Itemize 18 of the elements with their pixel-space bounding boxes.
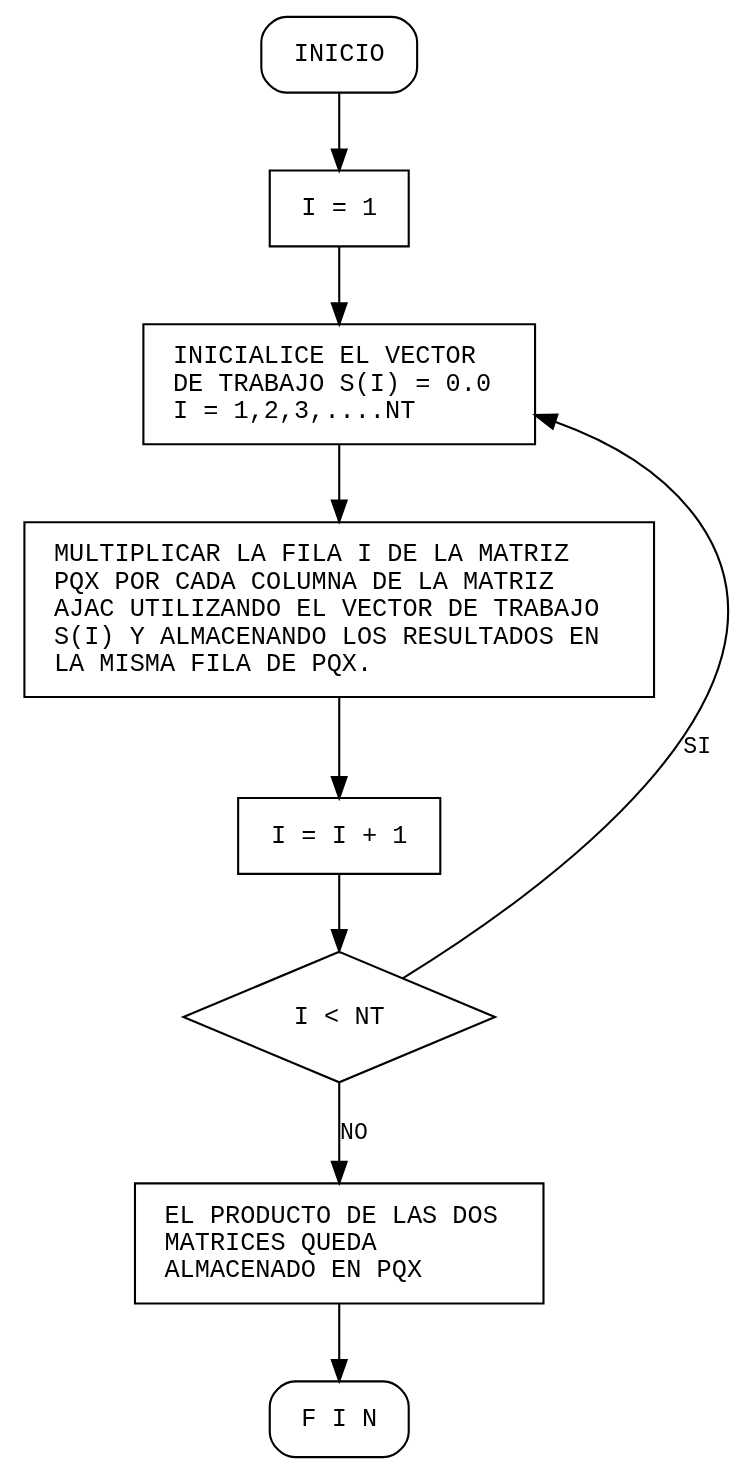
arrow: [329, 874, 348, 955]
arrow: [401, 413, 729, 980]
node-box: I = I + 1: [236, 797, 441, 875]
arrow: [329, 246, 348, 328]
node-box: INICIO: [259, 15, 418, 94]
node-box: F I N: [268, 1380, 410, 1459]
node-box: MULTIPLICAR LA FILA I DE LA MATRIZ PQX POR CADA COLUMNA DE LA MATRIZ AJAC UTILIZANDO EL VECTOR DE TRABAJO S(I) Y ALMACENANDO LOS RESULTADOS EN LA MISMA FILA DE PQX.: [22, 521, 655, 699]
arrow: [329, 93, 348, 174]
arrow: [329, 1082, 348, 1187]
arrow: [329, 697, 348, 802]
node-diamond: I < NT: [180, 950, 498, 1084]
node-box: I = 1: [268, 169, 410, 248]
edge-label: NO: [339, 1119, 368, 1146]
arrow: [329, 1303, 348, 1385]
arrow: [329, 444, 348, 525]
node-box: INICIALICE EL VECTOR DE TRABAJO S(I) = 0.0 I = 1,2,3,....NT: [141, 323, 536, 446]
edge-label: SI: [682, 734, 711, 761]
node-box: EL PRODUCTO DE LAS DOS MATRICES QUEDA ALMACENADO EN PQX: [133, 1182, 545, 1305]
